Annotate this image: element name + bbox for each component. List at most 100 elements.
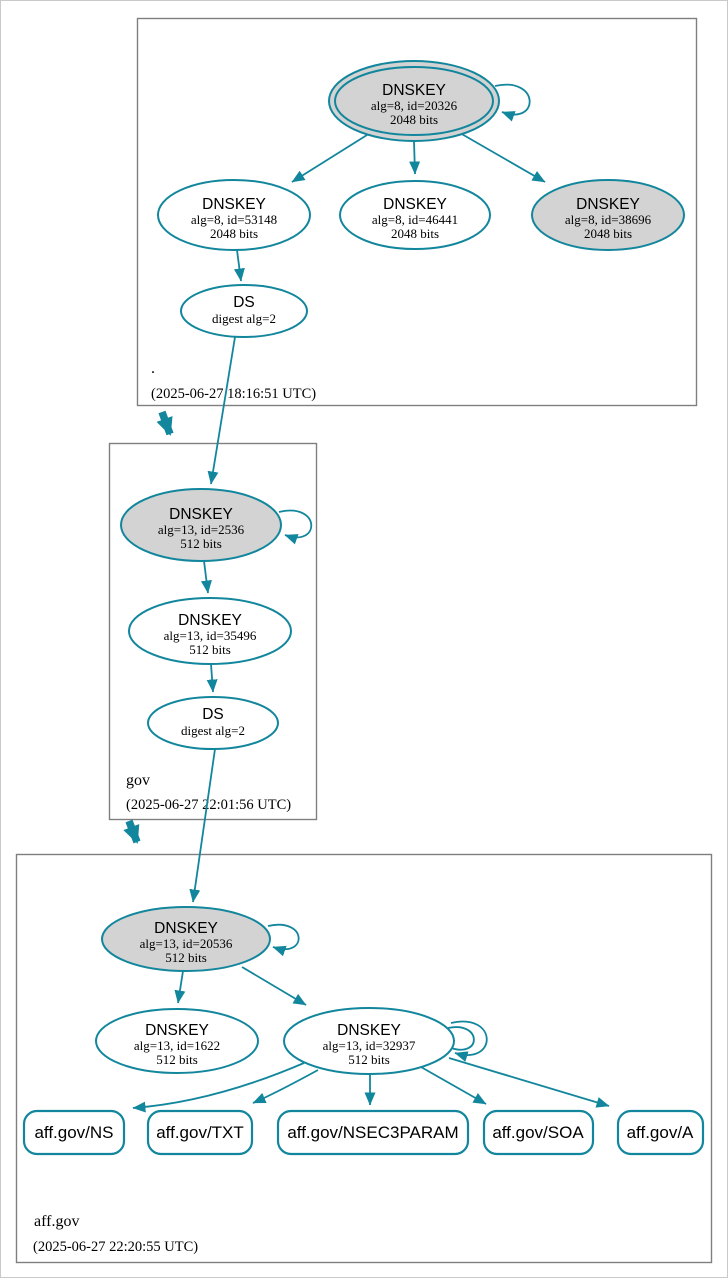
dnskey-2536-title: DNSKEY [169,506,233,523]
rrset-aff-gov-nsec3param: aff.gov/NSEC3PARAM [276,1109,470,1156]
rrset-aff-gov-ns: aff.gov/NS [22,1109,126,1156]
rrset-soa-label: aff.gov/SOA [492,1123,584,1142]
zone-aff-gov-label: aff.gov [34,1213,79,1230]
ds-root-title: DS [233,294,255,311]
dnskey-32937-title: DNSKEY [337,1022,401,1039]
dnskey-20536-ellipse [101,906,271,972]
ds-gov-ellipse [147,696,279,750]
zone-gov-timestamp: (2025-06-27 22:01:56 UTC) [126,797,291,813]
rrset-nsec3param-label: aff.gov/NSEC3PARAM [287,1123,458,1142]
edge-selfloop-32937-outer [450,1020,488,1062]
dnskey-20536-detail: alg=13, id=20536 [140,936,233,951]
dnskey-46441-bits: 2048 bits [391,226,439,241]
dnskey-node-53148: DNSKEY alg=8, id=53148 2048 bits [157,179,311,251]
dnskey-node-20536: DNSKEY alg=13, id=20536 512 bits [101,906,271,972]
zone-root-label: . [151,360,155,377]
zone-root-timestamp: (2025-06-27 18:16:51 UTC) [151,386,316,402]
dnskey-38696-bits: 2048 bits [584,226,632,241]
edge-32937-to-txt [252,1069,319,1104]
dnskey-53148-title: DNSKEY [202,196,266,213]
edge-20326-to-53148 [291,134,368,183]
zone-aff-gov: aff.gov (2025-06-27 22:20:55 UTC) [15,853,713,1264]
dnskey-node-35496: DNSKEY alg=13, id=35496 512 bits [128,597,292,665]
dnskey-1622-title: DNSKEY [145,1022,209,1039]
dnskey-20326-title: DNSKEY [382,82,446,99]
zone-aff-gov-timestamp: (2025-06-27 22:20:55 UTC) [33,1239,198,1255]
dnskey-53148-bits: 2048 bits [210,226,258,241]
dnskey-20326-inner-ellipse [334,66,494,136]
ds-gov-detail: digest alg=2 [181,723,245,738]
rrset-aff-gov-a: aff.gov/A [616,1109,705,1156]
dnskey-53148-ellipse [157,179,311,251]
edge-2536-to-35496 [200,560,212,594]
dnskey-20536-bits: 512 bits [165,950,207,965]
ds-gov-title: DS [202,706,224,723]
edge-selfloop-20326 [494,83,531,122]
dnskey-35496-ellipse [128,597,292,665]
zone-gov: gov (2025-06-27 22:01:56 UTC) [108,442,318,821]
rrset-soa-rect [482,1109,595,1156]
dnskey-node-1622: DNSKEY alg=13, id=1622 512 bits [95,1008,259,1074]
rrset-a-label: aff.gov/A [627,1123,694,1142]
zone-root-border [136,17,698,407]
edge-35496-to-ds-gov [206,663,218,693]
rrset-ns-label: aff.gov/NS [34,1123,113,1142]
rrset-txt-rect [146,1109,254,1156]
dnskey-1622-ellipse [95,1008,259,1074]
zone-gov-border [108,442,318,821]
dnskey-35496-bits: 512 bits [189,642,231,657]
ds-node-root: DS digest alg=2 [180,284,308,338]
edge-20536-to-32937 [241,966,307,1006]
edge-ds-gov-to-dnskey-20536 [189,748,216,903]
dnskey-20326-detail: alg=8, id=20326 [371,98,458,113]
dnskey-35496-title: DNSKEY [178,612,242,629]
zone-aff-gov-border [15,853,713,1264]
dnskey-node-2536: DNSKEY alg=13, id=2536 512 bits [120,488,282,562]
edge-32937-to-a [448,1057,610,1108]
dnskey-38696-detail: alg=8, id=38696 [565,212,652,227]
delegation-arrow-gov-to-aff-gov [123,819,141,844]
edge-selfloop-32937-inner [447,1026,475,1051]
dnskey-node-32937: DNSKEY alg=13, id=32937 512 bits [283,1007,455,1075]
ds-node-gov: DS digest alg=2 [147,696,279,750]
dnskey-38696-ellipse [531,179,685,251]
rrset-txt-label: aff.gov/TXT [156,1123,244,1142]
rrset-aff-gov-txt: aff.gov/TXT [146,1109,254,1156]
dnskey-35496-detail: alg=13, id=35496 [164,628,257,643]
zone-root: . (2025-06-27 18:16:51 UTC) [136,17,698,407]
edge-selfloop-2536 [278,509,313,545]
dnskey-46441-title: DNSKEY [383,196,447,213]
dnskey-1622-bits: 512 bits [156,1052,198,1067]
edge-20326-to-46441 [409,140,421,175]
dnskey-46441-ellipse [339,180,491,250]
edge-53148-to-ds-root [233,249,245,282]
dnskey-2536-detail: alg=13, id=2536 [158,522,245,537]
edge-20536-to-1622 [174,970,186,1004]
edge-32937-to-soa [420,1066,487,1105]
zone-gov-label: gov [126,772,150,789]
dnskey-2536-ellipse [120,488,282,562]
dnskey-32937-bits: 512 bits [348,1052,390,1067]
delegation-arrow-root-to-gov [156,410,174,436]
dnskey-38696-title: DNSKEY [576,196,640,213]
rrset-ns-rect [22,1109,126,1156]
dnskey-node-46441: DNSKEY alg=8, id=46441 2048 bits [339,180,491,250]
dnskey-node-38696: DNSKEY alg=8, id=38696 2048 bits [531,179,685,251]
edge-20326-to-38696 [459,132,546,183]
dnskey-node-20326: DNSKEY alg=8, id=20326 2048 bits [328,60,500,142]
dnskey-20326-outer-ellipse [328,60,500,142]
dnskey-53148-detail: alg=8, id=53148 [191,212,277,227]
dnskey-32937-detail: alg=13, id=32937 [323,1038,416,1053]
dnskey-46441-detail: alg=8, id=46441 [372,212,458,227]
dnskey-20326-bits: 2048 bits [390,112,438,127]
dnskey-2536-bits: 512 bits [180,536,222,551]
rrset-a-rect [616,1109,705,1156]
rrset-aff-gov-soa: aff.gov/SOA [482,1109,595,1156]
rrset-nsec3param-rect [276,1109,470,1156]
edges [123,83,610,1113]
edge-selfloop-20536 [267,923,300,957]
dnskey-32937-ellipse [283,1007,455,1075]
ds-root-detail: digest alg=2 [212,311,276,326]
